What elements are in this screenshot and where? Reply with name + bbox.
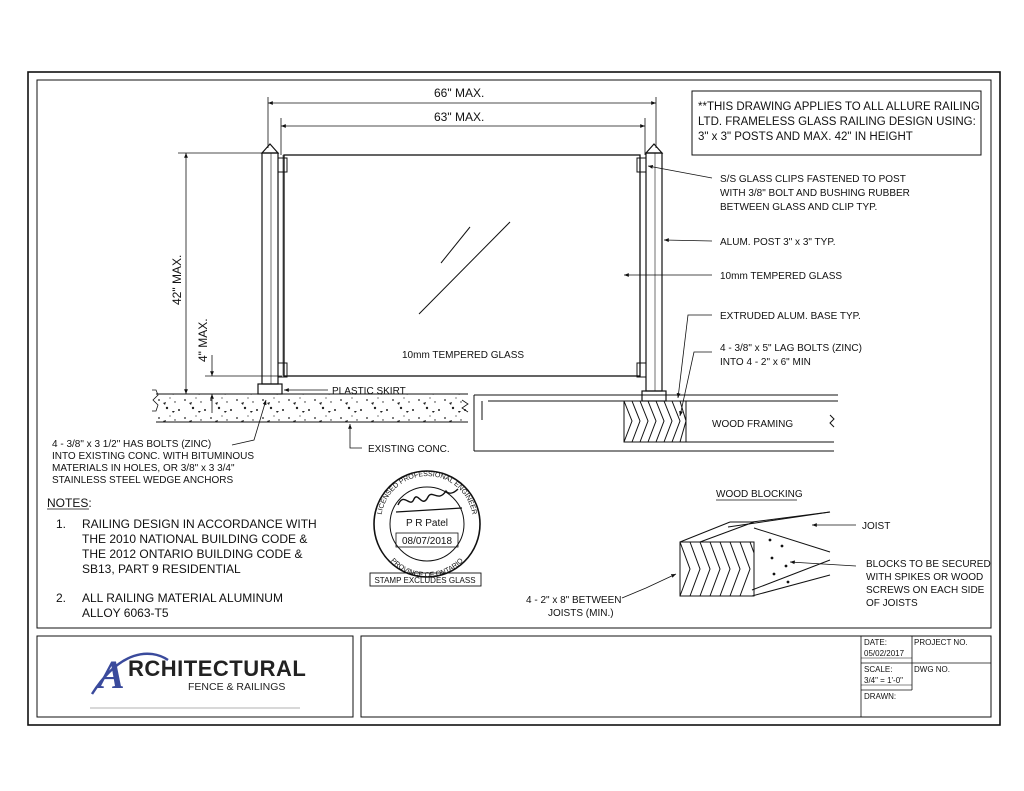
plastic-skirt-label: PLASTIC SKIRT — [332, 386, 406, 397]
glass-right-label: 10mm TEMPERED GLASS — [720, 271, 842, 282]
stamp-caption: STAMP EXCLUDES GLASS — [374, 576, 475, 585]
signature-scribble — [397, 488, 459, 506]
note-1-number: 1. — [56, 517, 66, 531]
logo-wordmark: RCHITECTURAL — [128, 656, 306, 681]
has-bolts-label-line2: INTO EXISTING CONC. WITH BITUMINOUS — [52, 451, 254, 462]
right-post — [636, 143, 667, 402]
wood-framing-block — [623, 400, 687, 443]
notes-block: NOTES: 1. RAILING DESIGN IN ACCORDANCE W… — [47, 496, 317, 620]
glass-center-label: 10mm TEMPERED GLASS — [402, 350, 524, 361]
between-joists-line1: 4 - 2" x 8" BETWEEN — [526, 595, 621, 606]
dimension-height-label: 42" MAX. — [170, 255, 184, 305]
wood-blocking-title: WOOD BLOCKING — [716, 489, 803, 500]
blocking-leaders — [621, 523, 857, 599]
blocks-label-line1: BLOCKS TO BE SECURED — [866, 559, 991, 570]
dimension-overall-label: 66" MAX. — [434, 86, 484, 100]
engineer-stamp: LICENSED PROFESSIONAL ENGINEER PROVINCE … — [369, 470, 482, 587]
project-no-label: PROJECT NO. — [914, 638, 968, 647]
note-1-line4: SB13, PART 9 RESIDENTIAL — [82, 562, 241, 576]
blocks-label-line4: OF JOISTS — [866, 598, 918, 609]
dimension-glass — [280, 118, 646, 155]
date-value: 05/02/2017 — [864, 649, 905, 658]
notes-heading: NOTES: — [47, 496, 92, 510]
base-label: EXTRUDED ALUM. BASE TYP. — [720, 311, 861, 322]
post-label: ALUM. POST 3" x 3" TYP. — [720, 237, 835, 248]
note-1-line2: THE 2010 NATIONAL BUILDING CODE & — [82, 532, 307, 546]
header-note-line1: **THIS DRAWING APPLIES TO ALL ALLURE RAI… — [698, 101, 980, 113]
scale-label: SCALE: — [864, 665, 892, 674]
company-logo: A RCHITECTURAL FENCE & RAILINGS — [90, 652, 306, 709]
has-bolts-label-line1: 4 - 3/8" x 3 1/2" HAS BOLTS (ZINC) — [52, 439, 211, 450]
leader-lines — [231, 164, 713, 449]
drawn-label: DRAWN: — [864, 692, 896, 701]
clips-label-line3: BETWEEN GLASS AND CLIP TYP. — [720, 202, 877, 213]
stamp-name: P R Patel — [406, 518, 448, 529]
outer-border — [27, 71, 1001, 726]
logo-letter: A — [95, 652, 125, 697]
note-1-line3: THE 2012 ONTARIO BUILDING CODE & — [82, 547, 303, 561]
note-2-line1: ALL RAILING MATERIAL ALUMINUM — [82, 591, 283, 605]
signature-underline — [395, 507, 463, 513]
note-2-number: 2. — [56, 591, 66, 605]
date-label: DATE: — [864, 638, 887, 647]
existing-conc-label: EXISTING CONC. — [368, 444, 450, 455]
stamp-top-arc: LICENSED PROFESSIONAL ENGINEER — [377, 471, 478, 515]
header-note-line3: 3" x 3" POSTS AND MAX. 42" IN HEIGHT — [698, 131, 913, 143]
note-1-line1: RAILING DESIGN IN ACCORDANCE WITH — [82, 517, 317, 531]
between-joists-line2: JOISTS (MIN.) — [548, 608, 614, 619]
wood-blocking-detail — [679, 511, 831, 597]
header-note: **THIS DRAWING APPLIES TO ALL ALLURE RAI… — [691, 90, 982, 156]
stamp-date: 08/07/2018 — [402, 536, 452, 547]
scale-value: 3/4" = 1'-0" — [864, 676, 903, 685]
has-bolts-label-line4: STAINLESS STEEL WEDGE ANCHORS — [52, 475, 233, 486]
dimension-glass-label: 63" MAX. — [434, 110, 484, 124]
lag-bolts-label-line1: 4 - 3/8" x 5" LAG BOLTS (ZINC) — [720, 343, 862, 354]
lag-bolts-label-line2: INTO 4 - 2" x 6" MIN — [720, 357, 811, 368]
blocks-label-line3: SCREWS ON EACH SIDE — [866, 585, 985, 596]
logo-subtitle: FENCE & RAILINGS — [188, 681, 285, 693]
dimension-height — [178, 152, 262, 394]
wood-framing-label: WOOD FRAMING — [712, 419, 793, 430]
blocks-label-line2: WITH SPIKES OR WOOD — [866, 572, 983, 583]
clips-label-line1: S/S GLASS CLIPS FASTENED TO POST — [720, 174, 906, 185]
has-bolts-label-line3: MATERIALS IN HOLES, OR 3/8" x 3 3/4" — [52, 463, 235, 474]
joist-label: JOIST — [862, 521, 890, 532]
title-block — [36, 635, 992, 718]
note-2-line2: ALLOY 6063-T5 — [82, 606, 169, 620]
clips-label-line2: WITH 3/8" BOLT AND BUSHING RUBBER — [720, 188, 910, 199]
header-note-line2: LTD. FRAMELESS GLASS RAILING DESIGN USIN… — [698, 116, 976, 128]
dimension-overall — [267, 97, 657, 148]
concrete-slab — [152, 389, 469, 423]
glass-panel — [282, 154, 641, 377]
left-post — [257, 143, 288, 395]
dimension-gap-label: 4" MAX. — [196, 318, 210, 362]
drawing-border — [36, 79, 992, 629]
dwg-no-label: DWG NO. — [914, 665, 950, 674]
